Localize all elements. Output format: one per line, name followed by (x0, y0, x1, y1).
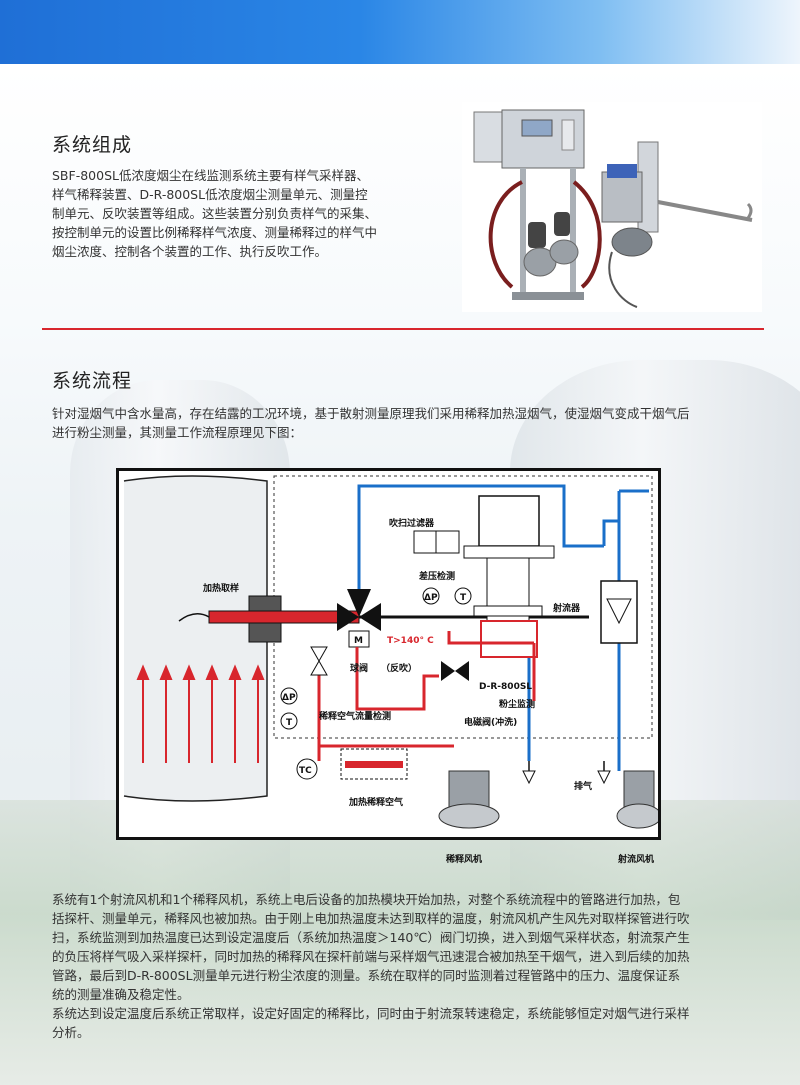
text-line: 系统有1个射流风机和1个稀释风机，系统上电后设备的加热模块开始加热，对整个系统流… (52, 892, 681, 907)
label-instrument: D-R-800SL (479, 682, 532, 692)
label-temperature: T>140° C (387, 636, 434, 646)
label-backflush: （反吹） (381, 662, 417, 674)
text-line: 分析。 (52, 1025, 90, 1040)
svg-text:ΔP: ΔP (424, 593, 438, 603)
text-line: SBF-800SL低浓度烟尘在线监测系统主要有样气采样器、 (52, 168, 369, 183)
text-line: 括探杆、测量单元，稀释风也被加热。由于刚上电加热温度未达到取样的温度，射流风机产… (52, 911, 690, 926)
section-divider (42, 328, 764, 330)
enclosure (273, 475, 653, 739)
section-title-process: 系统流程 (52, 370, 133, 392)
text-line: 扫，系统监测到加热温度已达到设定温度后（系统加热温度＞140℃）阀门切换，进入到… (52, 930, 690, 945)
flow-arrows (136, 664, 265, 763)
ejector-fan (616, 770, 662, 829)
label-ejector-fan: 射流风机 (618, 855, 655, 865)
equipment-photo (462, 102, 762, 312)
text-line: 烟尘浓度、控制各个装置的工作、执行反吹工作。 (52, 244, 328, 259)
label-heated-dilution-air: 加热稀释空气 (348, 796, 403, 808)
svg-text:M: M (354, 636, 363, 646)
process-description-text: 系统有1个射流风机和1个稀释风机，系统上电后设备的加热模块开始加热，对整个系统流… (52, 890, 762, 1042)
text-line: 样气稀释装置、D-R-800SL低浓度烟尘测量单元、测量控 (52, 187, 368, 202)
label-ball-valve: 球阀 (350, 662, 368, 674)
process-intro-text: 针对湿烟气中含水量高，存在结露的工况环境，基于散射测量原理我们采用稀释加热湿烟气… (52, 404, 762, 442)
flue-duct (123, 475, 268, 802)
text-line: 系统达到设定温度后系统正常取样，设定好固定的稀释比，同时由于射流泵转速稳定，系统… (52, 1006, 690, 1021)
dilution-fan (438, 770, 500, 829)
label-dilution-fan-outer: 稀释风机 (446, 855, 483, 865)
section-title-composition: 系统组成 (52, 134, 133, 156)
label-exhaust: 排气 (574, 780, 592, 792)
svg-text:ΔP: ΔP (282, 693, 296, 703)
svg-text:T: T (286, 718, 293, 728)
text-line: 的负压将样气吸入采样探杆，同时加热的稀释风在探杆前端与采样烟气迅速混合被加热至干… (52, 949, 690, 964)
text-line: 按控制单元的设置比例稀释样气浓度、测量稀释过的样气中 (52, 225, 378, 240)
header-bar (0, 0, 800, 64)
label-purge-filter: 吹扫过滤器 (389, 517, 435, 529)
process-flow-diagram: 加热取样 M 吹扫过滤器 D-R-800SL 粉尘监测 电磁阀(冲洗) (116, 468, 662, 858)
svg-text:T: T (460, 593, 467, 603)
text-line: 统的测量准确及稳定性。 (52, 987, 190, 1002)
label-dust-monitor: 粉尘监测 (499, 698, 535, 710)
text-line: 管路，最后到D-R-800SL测量单元进行粉尘浓度的测量。系统在取样的同时监测着… (52, 968, 681, 983)
svg-text:TC: TC (299, 766, 312, 776)
text-line: 针对湿烟气中含水量高，存在结露的工况环境，基于散射测量原理我们采用稀释加热湿烟气… (52, 406, 690, 421)
label-diff-pressure: 差压检测 (419, 570, 455, 582)
background-plant (0, 800, 800, 1085)
composition-text: SBF-800SL低浓度烟尘在线监测系统主要有样气采样器、 样气稀释装置、D-R… (52, 166, 452, 261)
label-dilution-flow: 稀释空气流量检测 (319, 710, 391, 722)
text-line: 制单元、反吹装置等组成。这些装置分别负责样气的采集、 (52, 206, 378, 221)
heated-probe (208, 610, 360, 624)
label-solenoid: 电磁阀(冲洗) (464, 716, 517, 728)
label-ejector: 射流器 (552, 602, 581, 614)
label-heated-probe: 加热取样 (202, 582, 239, 594)
text-line: 进行粉尘测量，其测量工作流程原理见下图： (52, 425, 303, 440)
